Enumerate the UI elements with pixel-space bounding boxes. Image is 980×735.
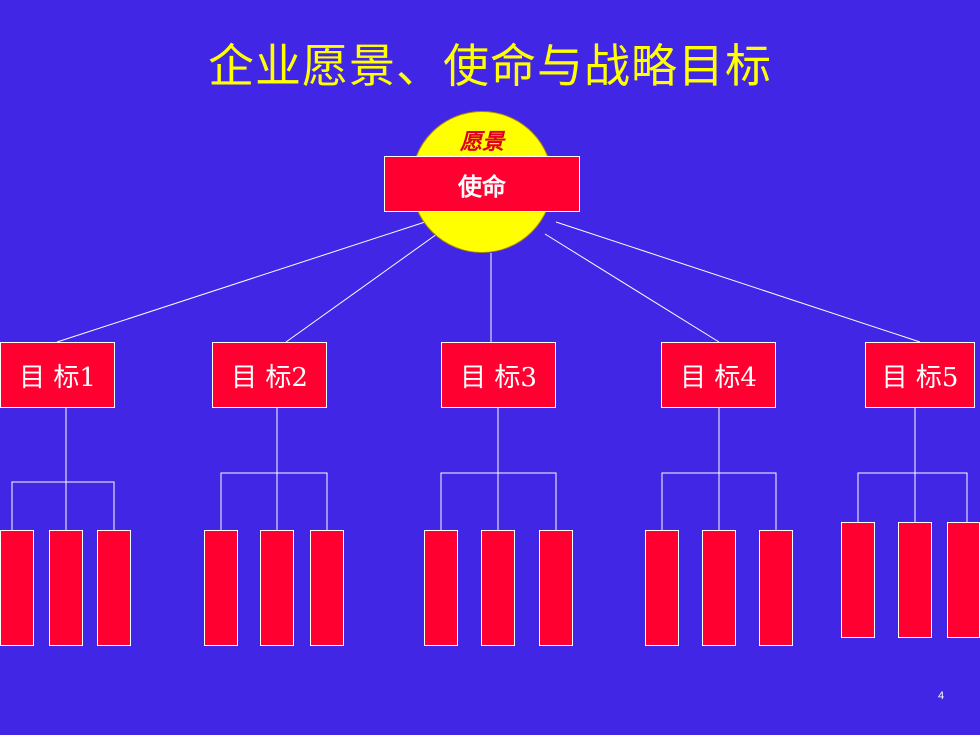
- goal-5-sub-box-2: [898, 522, 932, 638]
- mission-box: 使命: [384, 156, 580, 212]
- goal-4-sub-box-2: [702, 530, 736, 646]
- goal-1-sub-box-3: [97, 530, 131, 646]
- connector-to-goal-2: [285, 233, 438, 343]
- goal-2-sub-box-3: [310, 530, 344, 646]
- goal-1-sub-box-2: [49, 530, 83, 646]
- goal-4-sub-box-3: [759, 530, 793, 646]
- goal-2-sub-box-1: [204, 530, 238, 646]
- goal-box-1: 目 标1: [0, 342, 115, 408]
- goal-2-branch: [220, 408, 328, 530]
- goal-1-sub-box-1: [0, 530, 34, 646]
- goal-3-sub-box-2: [481, 530, 515, 646]
- connector-to-goal-5: [555, 221, 921, 343]
- goal-box-4: 目 标4: [661, 342, 776, 408]
- page-number: 4: [938, 690, 945, 702]
- goal-3-branch: [440, 408, 557, 530]
- goal-1-branch: [11, 408, 115, 530]
- goal-box-5: 目 标5: [865, 342, 975, 408]
- goal-5-sub-box-1: [841, 522, 875, 638]
- slide-title: 企业愿景、使命与战略目标: [208, 39, 772, 93]
- goal-box-2: 目 标2: [212, 342, 327, 408]
- goal-box-3: 目 标3: [441, 342, 556, 408]
- goal-4-sub-box-1: [645, 530, 679, 646]
- goal-2-sub-box-2: [260, 530, 294, 646]
- goal-3-sub-box-1: [424, 530, 458, 646]
- goal-5-sub-box-3: [947, 522, 980, 638]
- connector-to-goal-1: [56, 221, 426, 343]
- goal-5-branch: [857, 408, 968, 522]
- connector-to-goal-4: [544, 233, 720, 343]
- goal-4-branch: [661, 408, 777, 530]
- goal-3-sub-box-3: [539, 530, 573, 646]
- vision-label: 愿景: [459, 129, 504, 155]
